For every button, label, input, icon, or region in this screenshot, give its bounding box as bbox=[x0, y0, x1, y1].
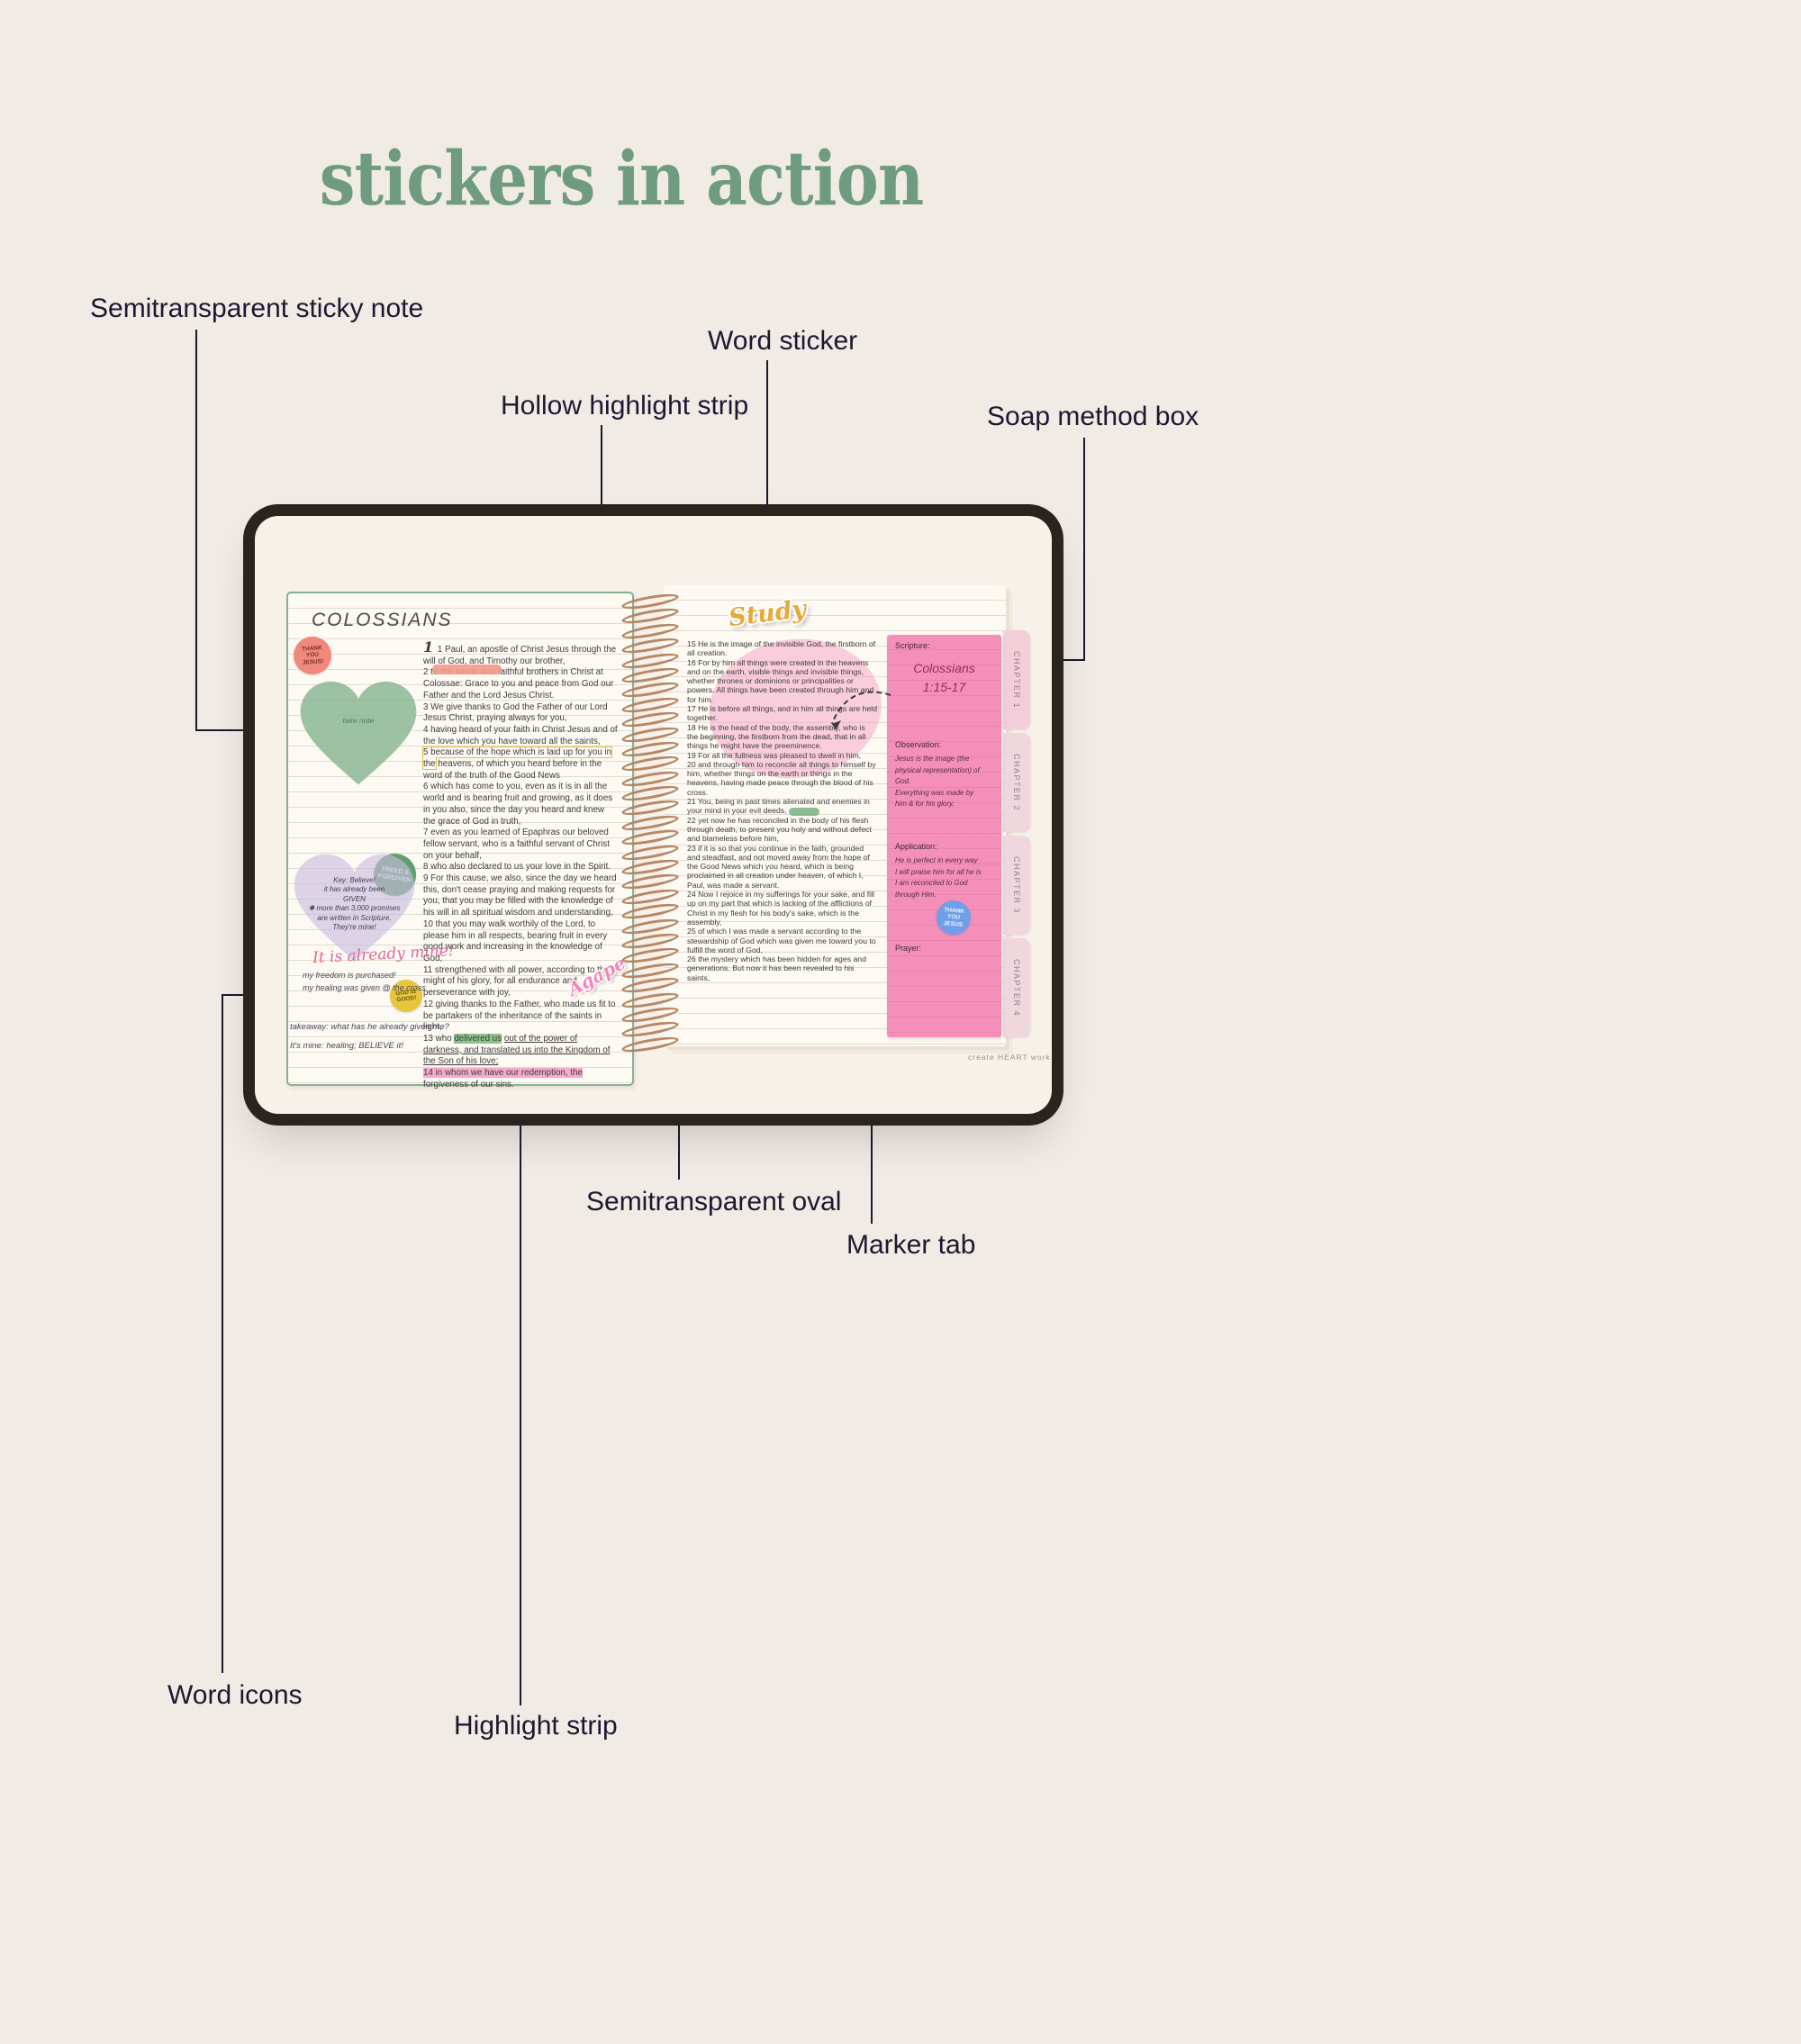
callout-highlight-strip: Highlight strip bbox=[454, 1711, 618, 1741]
callout-line bbox=[520, 1012, 521, 1705]
handwritten-bottom-notes: takeaway: what has he already given me? … bbox=[290, 1022, 449, 1051]
take-note-label: take note bbox=[342, 716, 375, 725]
callout-line bbox=[222, 994, 223, 1673]
verse-line: 11 strengthened with all power, accordin… bbox=[423, 964, 610, 999]
bible-text-colossians-1-1-14: 1 1 Paul, an apostle of Christ Jesus thr… bbox=[421, 638, 618, 1090]
observation-label: Observation: bbox=[895, 740, 942, 749]
verse-line: 16 For by him all things were created in… bbox=[687, 657, 874, 704]
handwritten-margin-notes: my freedom is purchased! my healing was … bbox=[303, 971, 426, 992]
verse-line: 7 even as you learned of Epaphras our be… bbox=[423, 828, 610, 861]
verse-line: 6 which has come to you, even as it is i… bbox=[423, 782, 613, 827]
callout-line bbox=[678, 1048, 680, 1180]
tab-chapter-4[interactable]: CHAPTER 4 bbox=[1003, 938, 1030, 1037]
verse-line: 26 the mystery which has been hidden for… bbox=[687, 954, 866, 982]
tab-label: CHAPTER 3 bbox=[1012, 855, 1021, 914]
observation-handwriting: Jesus is the image (the physical represe… bbox=[895, 755, 980, 808]
callout-line bbox=[1083, 438, 1085, 661]
tab-label: CHAPTER 2 bbox=[1012, 753, 1021, 811]
callout-line bbox=[195, 330, 197, 731]
verse-line: 25 of which I was made a servant accordi… bbox=[687, 927, 876, 954]
callout-sticky-note: Semitransparent sticky note bbox=[90, 294, 424, 323]
tab-label: CHAPTER 1 bbox=[1012, 650, 1021, 709]
verse-line: 8 who also declared to us your love in t… bbox=[423, 862, 611, 873]
callout-word-sticker: Word sticker bbox=[708, 326, 858, 356]
dashed-arrow-icon bbox=[831, 691, 891, 730]
callout-oval: Semitransparent oval bbox=[586, 1187, 842, 1216]
tab-label: CHAPTER 4 bbox=[1012, 958, 1021, 1017]
verse-line: 17 He is before all things, and in him a… bbox=[687, 704, 878, 723]
verse-line: 12 giving thanks to the Father, who made… bbox=[423, 999, 616, 1033]
callout-line bbox=[195, 729, 310, 731]
verse-line: 9 For this cause, we also, since the day… bbox=[423, 873, 617, 918]
scripture-handwriting: Colossians 1:15-17 bbox=[913, 661, 975, 694]
tab-chapter-1[interactable]: CHAPTER 1 bbox=[1003, 630, 1030, 729]
verse-line: 18 He is the head of the body, the assem… bbox=[687, 722, 866, 751]
page-title: stickers in action bbox=[319, 135, 924, 222]
tablet-frame: COLOSSIANS THANK YOU JESUS! take note Ke… bbox=[255, 516, 1052, 1114]
verse-line: 10 that you may walk worthily of the Lor… bbox=[423, 918, 608, 963]
application-label: Application: bbox=[895, 842, 937, 851]
callout-line bbox=[766, 360, 768, 621]
spiral-coil-icon bbox=[620, 1034, 680, 1055]
thank-you-jesus-blue-word-icon: THANK YOU JESUS bbox=[935, 899, 973, 936]
journal-right-page: CHAPTER 1 CHAPTER 2 CHAPTER 3 CHAPTER 4 … bbox=[664, 585, 1030, 1046]
verse-line: 5 because of the hope which is laid up f… bbox=[421, 746, 613, 781]
brand-logo: create HEART work bbox=[968, 1053, 1051, 1062]
scripture-label: Scripture: bbox=[895, 641, 930, 650]
verse-line: 4 having heard of your faith in Christ J… bbox=[423, 724, 618, 746]
spiral-binding bbox=[620, 591, 680, 1055]
application-handwriting: He is perfect in every way I will praise… bbox=[895, 856, 982, 899]
verse-line: 24 Now I rejoice in my sufferings for yo… bbox=[687, 890, 874, 927]
green-sticky-heart: take note bbox=[299, 680, 418, 788]
study-word-sticker: Study bbox=[727, 594, 808, 633]
salmon-highlight-strip bbox=[432, 665, 502, 674]
verse-line: 1 1 Paul, an apostle of Christ Jesus thr… bbox=[423, 638, 617, 666]
heart-icon bbox=[294, 854, 415, 962]
verse-line: 14 in whom we have our redemption, the f… bbox=[423, 1068, 583, 1090]
verse-line: 3 We give thanks to God the Father of ou… bbox=[423, 701, 608, 724]
prayer-label: Prayer: bbox=[895, 944, 922, 953]
handwritten-heart-notes: Key: Believe! it has already been GIVEN … bbox=[308, 876, 401, 931]
verse-line: 20 and through him to reconcile all thin… bbox=[687, 759, 876, 797]
bible-text-colossians-1-15-26: 15 He is the image of the invisible God,… bbox=[687, 639, 878, 982]
soap-method-box: Scripture: Colossians 1:15-17 Observatio… bbox=[887, 635, 1001, 1037]
verse-line: 22 yet now he has reconciled in the body… bbox=[687, 815, 872, 844]
thank-you-jesus-word-icon: THANK YOU JESUS! bbox=[292, 635, 333, 676]
verse-line: 2 to the saints and faithful brothers in… bbox=[423, 667, 614, 701]
tab-chapter-2[interactable]: CHAPTER 2 bbox=[1003, 733, 1030, 832]
verse-line: 13 who delivered us out of the power of … bbox=[423, 1033, 611, 1067]
lavender-sticky-heart: Key: Believe! it has already been GIVEN … bbox=[293, 853, 416, 964]
journal-left-page: COLOSSIANS THANK YOU JESUS! take note Ke… bbox=[286, 592, 634, 1090]
heart-icon bbox=[300, 681, 417, 785]
verse-line: 19 For all the fullness was pleased to d… bbox=[687, 750, 862, 760]
verse-line: 23 if it is so that you continue in the … bbox=[687, 843, 870, 890]
callout-word-icons: Word icons bbox=[167, 1680, 303, 1710]
verse-line: 21 You, being in past times alienated an… bbox=[687, 797, 870, 816]
callout-hollow-highlight: Hollow highlight strip bbox=[501, 391, 749, 421]
tab-chapter-3[interactable]: CHAPTER 3 bbox=[1003, 836, 1030, 935]
callout-marker-tab: Marker tab bbox=[846, 1230, 976, 1260]
verse-line: 15 He is the image of the invisible God,… bbox=[687, 639, 876, 658]
callout-soap-box: Soap method box bbox=[987, 402, 1199, 431]
book-title: COLOSSIANS bbox=[312, 610, 453, 630]
